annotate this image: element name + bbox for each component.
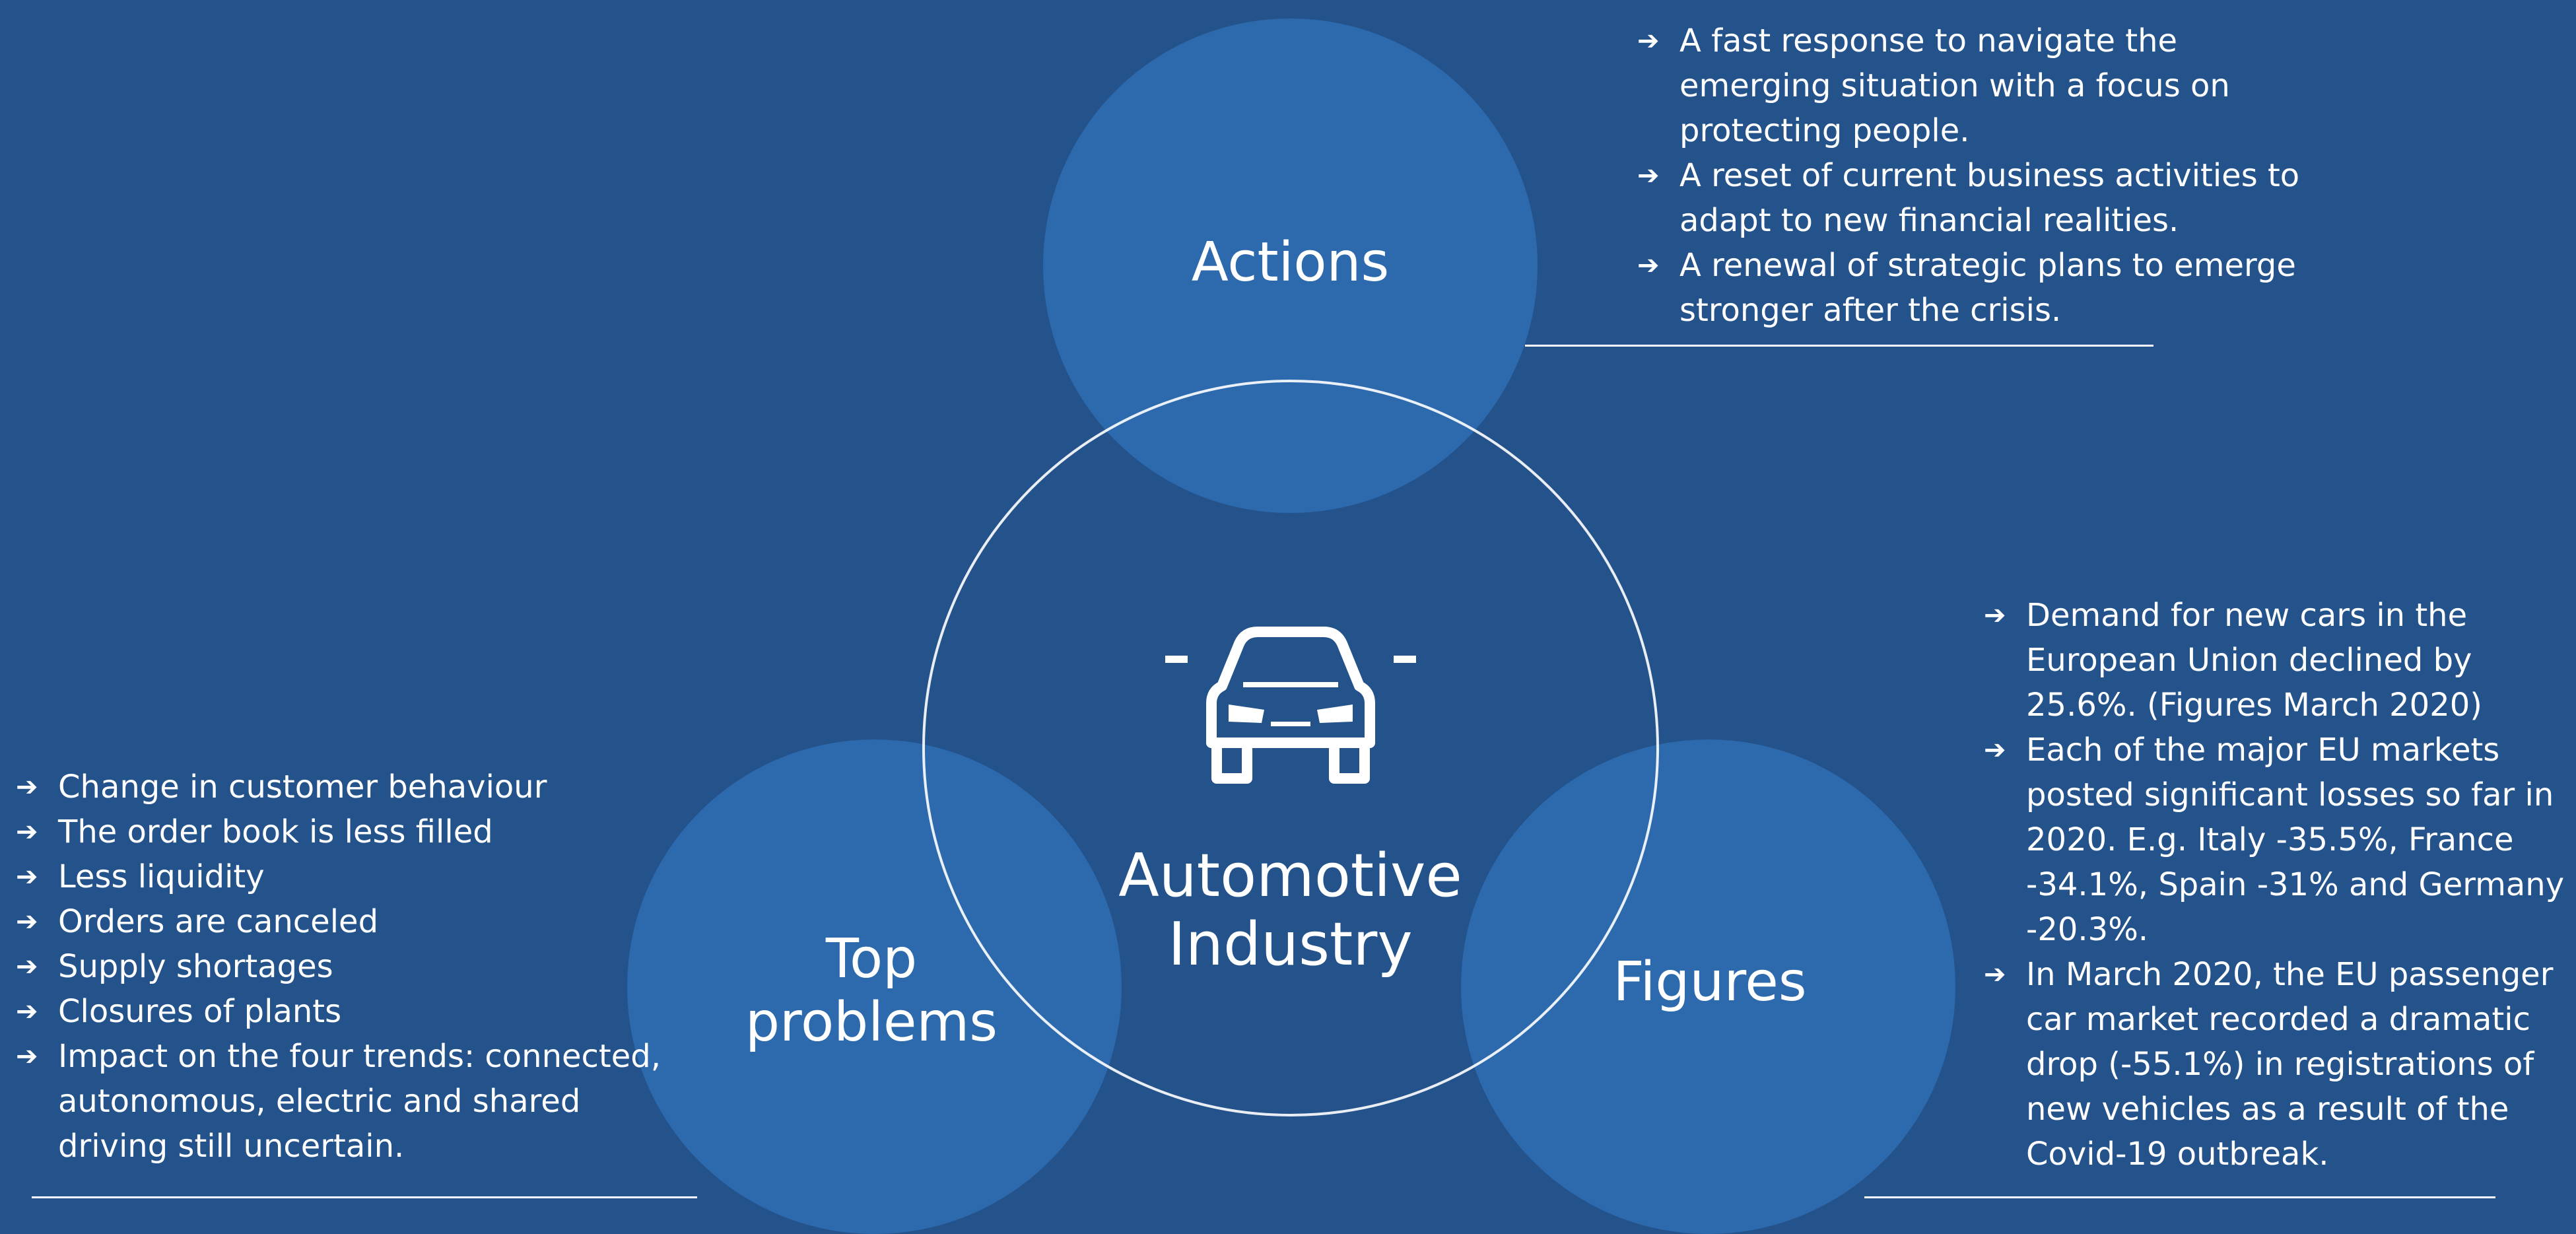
arrow-right-icon: ➔ [16, 817, 38, 847]
list-item-text: Change in customer behaviour [58, 769, 547, 806]
arrow-right-icon: ➔ [1984, 735, 2006, 765]
arrow-right-icon: ➔ [1984, 959, 2006, 990]
figures-divider [1864, 1196, 2495, 1198]
list-item-text: A reset of current business activities t… [1679, 157, 2300, 239]
figures-label: Figures [1613, 951, 1807, 1013]
list-item: ➔ Less liquidity [16, 854, 663, 899]
arrow-right-icon: ➔ [16, 996, 38, 1027]
list-item: ➔ In March 2020, the EU passenger car mar… [1984, 952, 2565, 1177]
top-problems-divider [32, 1196, 697, 1198]
arrow-right-icon: ➔ [1637, 250, 1660, 281]
arrow-right-icon: ➔ [1984, 600, 2006, 631]
figures-list: ➔ Demand for new cars in the European Uni… [1984, 593, 2565, 1177]
list-item: ➔ A reset of current business activities … [1637, 153, 2317, 243]
top-problems-label: Top problems [745, 928, 998, 1054]
arrow-right-icon: ➔ [16, 907, 38, 937]
top-problems-list: ➔ Change in customer behaviour ➔ The order… [16, 765, 663, 1169]
list-item: ➔ Supply shortages [16, 944, 663, 989]
list-item-text: A fast response to navigate the emerging… [1679, 22, 2230, 149]
list-item: ➔ A fast response to navigate the emergin… [1637, 18, 2317, 153]
actions-label: Actions [1191, 231, 1390, 294]
car-icon [1165, 627, 1416, 784]
list-item-text: Each of the major EU markets posted sign… [2026, 732, 2565, 948]
actions-divider [1525, 345, 2153, 347]
list-item: ➔ A renewal of strategic plans to emerge … [1637, 243, 2317, 333]
list-item: ➔ Orders are canceled [16, 899, 663, 944]
arrow-right-icon: ➔ [16, 862, 38, 892]
list-item: ➔ Each of the major EU markets posted sig… [1984, 728, 2565, 952]
list-item-text: Supply shortages [58, 948, 333, 985]
list-item: ➔ Change in customer behaviour [16, 765, 663, 809]
list-item-text: Closures of plants [58, 993, 342, 1030]
list-item-text: Less liquidity [58, 858, 265, 895]
list-item-text: A renewal of strategic plans to emerge s… [1679, 247, 2296, 329]
list-item: ➔ Demand for new cars in the European Uni… [1984, 593, 2565, 728]
automotive-industry-label: Automotive Industry [1118, 841, 1462, 979]
arrow-right-icon: ➔ [1637, 26, 1660, 56]
arrow-right-icon: ➔ [1637, 160, 1660, 191]
actions-list: ➔ A fast response to navigate the emergin… [1637, 18, 2317, 333]
arrow-right-icon: ➔ [16, 772, 38, 802]
list-item-text: Impact on the four trends: connected, au… [58, 1038, 661, 1165]
list-item-text: The order book is less filled [58, 813, 493, 850]
arrow-right-icon: ➔ [16, 1041, 38, 1072]
list-item-text: Orders are canceled [58, 903, 379, 940]
list-item-text: In March 2020, the EU passenger car mark… [2026, 956, 2554, 1173]
automotive-industry-circle [922, 380, 1659, 1116]
list-item: ➔ Closures of plants [16, 989, 663, 1034]
list-item-text: Demand for new cars in the European Unio… [2026, 597, 2483, 724]
arrow-right-icon: ➔ [16, 951, 38, 982]
list-item: ➔ The order book is less filled [16, 809, 663, 854]
list-item: ➔ Impact on the four trends: connected, a… [16, 1034, 663, 1169]
